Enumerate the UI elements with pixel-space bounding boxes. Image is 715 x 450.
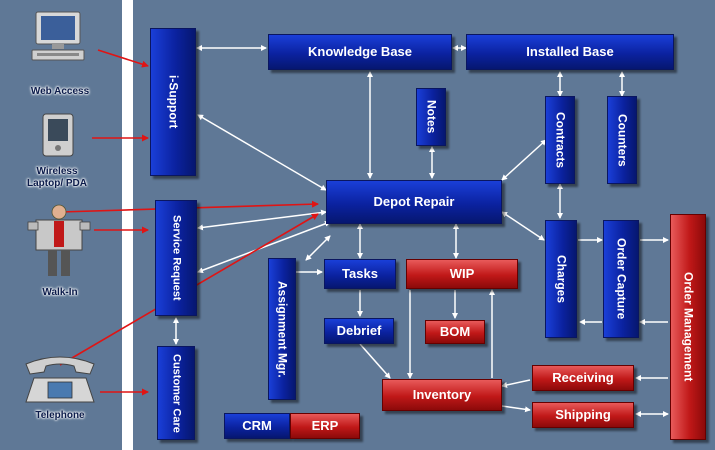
person-icon (27, 204, 91, 276)
i-support-box: i-Support (150, 28, 196, 176)
pda-icon (42, 113, 74, 157)
notes-box: Notes (416, 88, 446, 146)
order-management-box: Order Management (670, 214, 706, 440)
depot-repair-box: Depot Repair (326, 180, 502, 224)
wip-box: WIP (406, 259, 518, 289)
installed-base-box: Installed Base (466, 34, 674, 70)
customer-care-box: Customer Care (157, 346, 195, 440)
inventory-box: Inventory (382, 379, 502, 411)
legend-erp: ERP (290, 413, 360, 439)
channel-wireless: Wireless Laptop/ PDA (27, 166, 87, 189)
channel-telephone: Telephone (35, 410, 85, 421)
debrief-box: Debrief (324, 318, 394, 344)
order-capture-box: Order Capture (603, 220, 639, 338)
service-request-box: Service Request (155, 200, 197, 316)
computer-icon (31, 11, 85, 61)
legend-crm: CRM (224, 413, 290, 439)
channel-web-access: Web Access (30, 86, 90, 97)
counters-box: Counters (607, 96, 637, 184)
shipping-box: Shipping (532, 402, 634, 428)
contracts-box: Contracts (545, 96, 575, 184)
receiving-box: Receiving (532, 365, 634, 391)
channel-walk-in: Walk-In (42, 287, 78, 298)
bom-box: BOM (425, 320, 485, 344)
knowledge-base-box: Knowledge Base (268, 34, 452, 70)
assignment-mgr-box: Assignment Mgr. (268, 258, 296, 400)
charges-box: Charges (545, 220, 577, 338)
telephone-icon (25, 356, 95, 403)
tasks-box: Tasks (324, 259, 396, 289)
